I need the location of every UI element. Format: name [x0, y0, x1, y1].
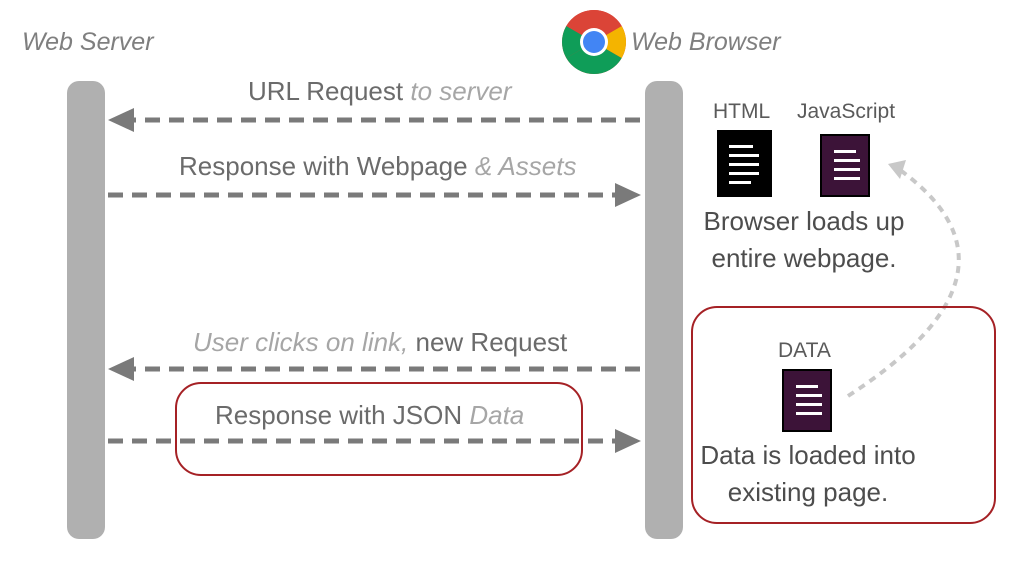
data-loaded-line2: existing page. [727, 477, 889, 507]
url-request-arrowhead [108, 108, 134, 132]
response-webpage-label: Response with Webpage & Assets [179, 151, 576, 182]
response-webpage-main: Response with Webpage [179, 151, 475, 181]
browser-loads-note: Browser loads up entire webpage. [687, 203, 921, 277]
user-click-arrowhead [108, 357, 134, 381]
response-json-extra: Data [469, 400, 525, 430]
data-to-js-arrowhead [888, 160, 906, 179]
json-response-highlight [175, 382, 583, 476]
web-browser-label: Web Browser [631, 28, 781, 56]
user-click-label: User clicks on link, new Request [193, 327, 567, 358]
data-loaded-highlight [691, 306, 996, 524]
response-webpage-arrowhead [615, 183, 641, 207]
chrome-logo-icon [561, 9, 627, 75]
user-click-extra: User clicks on link, [193, 327, 416, 357]
url-request-main: URL Request [248, 76, 411, 106]
browser-loads-line1: Browser loads up [703, 206, 905, 236]
data-document-icon [782, 369, 832, 432]
browser-loads-line2: entire webpage. [711, 243, 897, 273]
javascript-document-icon [820, 134, 870, 197]
html-doc-label: HTML [713, 100, 771, 123]
data-doc-label: DATA [778, 339, 831, 362]
html-document-icon [717, 130, 772, 197]
url-request-extra: to server [410, 76, 512, 106]
response-json-arrowhead [615, 429, 641, 453]
response-webpage-extra: & Assets [474, 151, 577, 181]
data-loaded-line1: Data is loaded into [700, 440, 916, 470]
user-click-main: new Request [415, 327, 568, 357]
web-server-lifeline [67, 81, 105, 539]
javascript-doc-label: JavaScript [797, 100, 896, 123]
url-request-label: URL Request to server [248, 76, 512, 107]
response-json-main: Response with JSON [215, 400, 470, 430]
data-loaded-note: Data is loaded into existing page. [692, 437, 924, 511]
web-browser-lifeline [645, 81, 683, 539]
web-server-label: Web Server [22, 28, 154, 56]
response-json-label: Response with JSON Data [215, 400, 524, 431]
